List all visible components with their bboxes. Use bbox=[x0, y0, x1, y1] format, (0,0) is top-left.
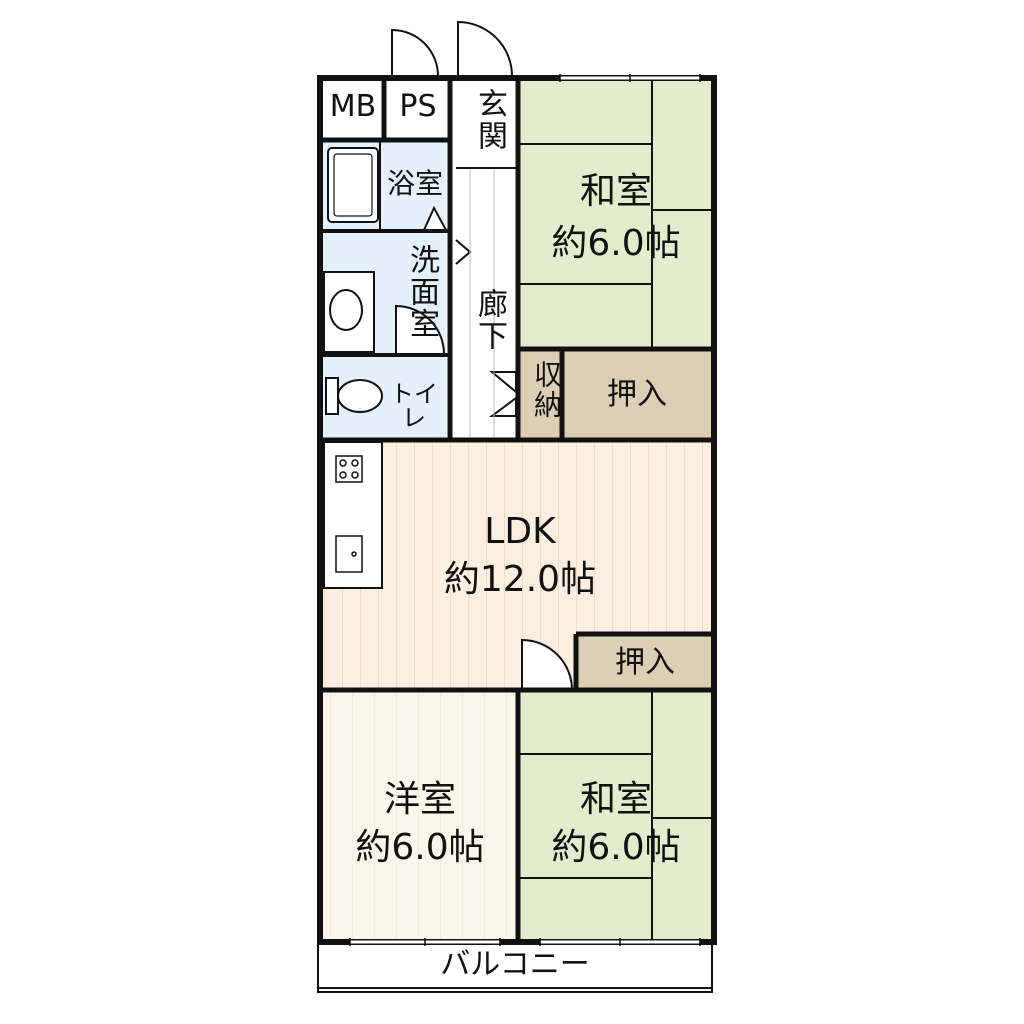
kitchen-counter bbox=[323, 441, 383, 589]
room-label-mb: MB bbox=[329, 89, 377, 124]
room-size-youshitsu: 約6.0帖 bbox=[355, 827, 485, 868]
sink-icon bbox=[335, 535, 363, 573]
room-label-balcony: バルコニー bbox=[440, 947, 590, 982]
youshitsu-floor-lines bbox=[322, 692, 518, 940]
room-label-washitsu-south: 和室 bbox=[579, 779, 652, 820]
room-size-washitsu-south: 約6.0帖 bbox=[551, 827, 681, 868]
balcony-outline bbox=[317, 943, 713, 993]
room-size-ldk: 約12.0帖 bbox=[443, 559, 597, 600]
room-label-toilet: トイレ bbox=[390, 380, 438, 432]
washitsu-south-floor bbox=[520, 692, 712, 940]
washitsu-north-floor bbox=[520, 80, 712, 348]
oshiire-mid-floor bbox=[578, 636, 712, 688]
room-label-genkan: 玄関 bbox=[472, 88, 507, 152]
walls bbox=[317, 75, 717, 945]
tatami-lines-south bbox=[520, 692, 712, 940]
room-label-storage: 収納 bbox=[530, 360, 563, 420]
room-label-youshitsu: 洋室 bbox=[383, 779, 456, 820]
window-ticks bbox=[349, 74, 701, 946]
room-label-oshiire-mid: 押入 bbox=[615, 645, 675, 680]
storage-floor bbox=[520, 350, 562, 438]
room-label-oshiire-north: 押入 bbox=[607, 377, 667, 412]
door-swings bbox=[391, 20, 574, 691]
room-size-washitsu-north: 約6.0帖 bbox=[551, 223, 681, 264]
room-label-bath: 浴室 bbox=[386, 167, 443, 200]
room-label-washitsu-north: 和室 bbox=[579, 171, 652, 212]
toilet-icon bbox=[325, 377, 383, 415]
room-label-hallway: 廊下 bbox=[472, 288, 507, 352]
room-label-ldk: LDK bbox=[484, 511, 556, 552]
wash-basin-icon bbox=[323, 271, 375, 353]
hallway-lines bbox=[469, 168, 495, 438]
tatami-lines-north bbox=[520, 80, 712, 348]
room-label-washroom: 洗面室 bbox=[404, 244, 439, 340]
oshiire-north-floor bbox=[562, 350, 712, 438]
room-label-ps: PS bbox=[399, 89, 437, 124]
bathtub-icon bbox=[327, 147, 379, 223]
stove-icon bbox=[335, 455, 363, 483]
